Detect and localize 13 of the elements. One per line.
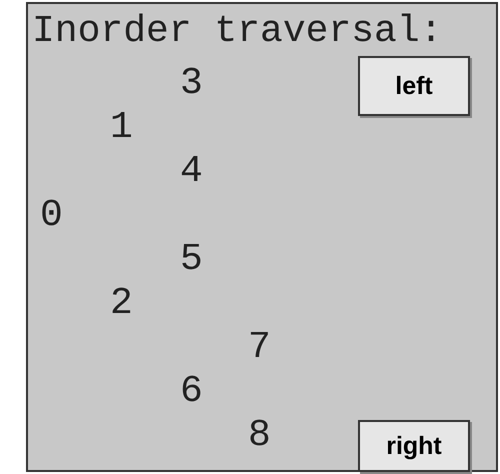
button: left bbox=[358, 56, 470, 116]
tree-node-value: 0 bbox=[40, 194, 63, 238]
tree-node-value: 5 bbox=[180, 238, 203, 282]
heading: Inorder traversal: bbox=[32, 10, 442, 54]
tree-node-value: 1 bbox=[110, 106, 133, 150]
tree-node-value: 3 bbox=[180, 62, 203, 106]
tree-node-value: 4 bbox=[180, 150, 203, 194]
button: right bbox=[358, 420, 470, 472]
tree-node-value: 2 bbox=[110, 282, 133, 326]
tree-node-value: 7 bbox=[248, 326, 271, 370]
tree-node-value: 8 bbox=[248, 414, 271, 458]
tree-node-value: 6 bbox=[180, 370, 203, 414]
panel-background bbox=[26, 2, 498, 472]
